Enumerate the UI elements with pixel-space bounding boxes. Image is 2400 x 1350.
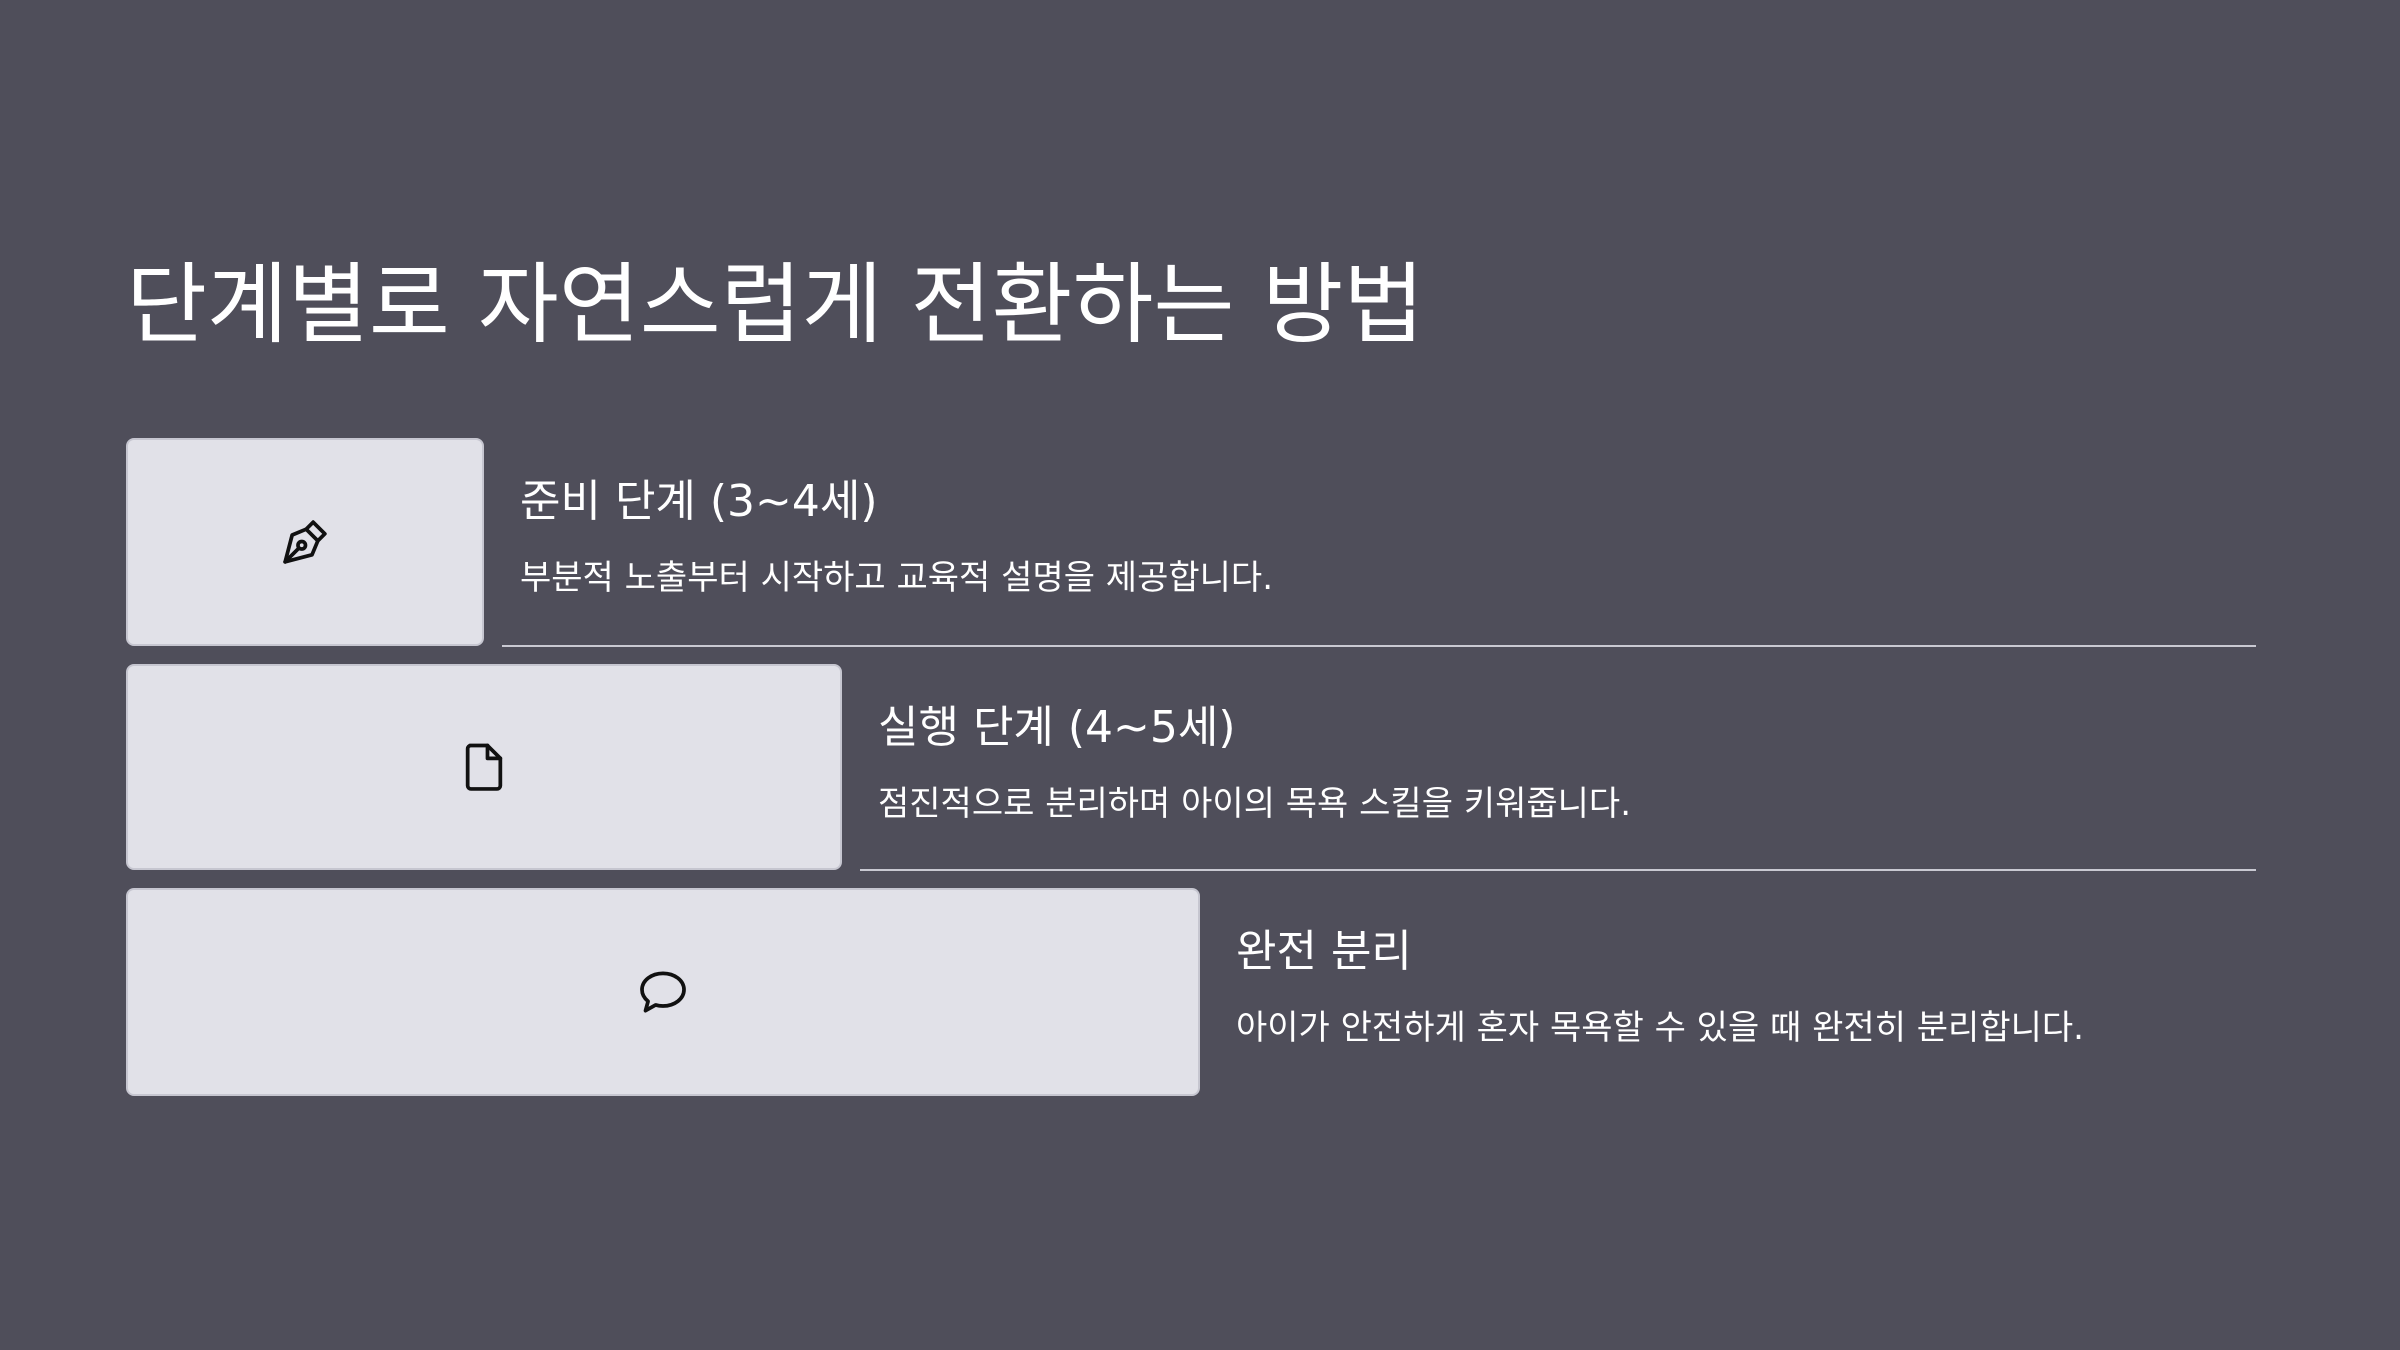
step-2-description: 점진적으로 분리하며 아이의 목욕 스킬을 키워줍니다. bbox=[878, 784, 1632, 824]
step-2-divider bbox=[860, 869, 2256, 871]
step-2-title: 실행 단계 (4~5세) bbox=[878, 702, 1236, 753]
step-1-title: 준비 단계 (3~4세) bbox=[520, 476, 878, 527]
step-3-title: 완전 분리 bbox=[1236, 926, 1412, 977]
step-3-icon-box bbox=[126, 888, 1200, 1096]
pen-nib-icon bbox=[277, 514, 333, 570]
step-3-description: 아이가 안전하게 혼자 목욕할 수 있을 때 완전히 분리합니다. bbox=[1236, 1008, 2084, 1048]
step-1-icon-box bbox=[126, 438, 484, 646]
step-1-divider bbox=[502, 645, 2256, 647]
speech-bubble-icon bbox=[635, 964, 691, 1020]
step-1-description: 부분적 노출부터 시작하고 교육적 설명을 제공합니다. bbox=[520, 558, 1274, 598]
slide-title: 단계별로 자연스럽게 전환하는 방법 bbox=[126, 253, 1425, 356]
document-icon bbox=[456, 739, 512, 795]
step-2-icon-box bbox=[126, 664, 842, 870]
